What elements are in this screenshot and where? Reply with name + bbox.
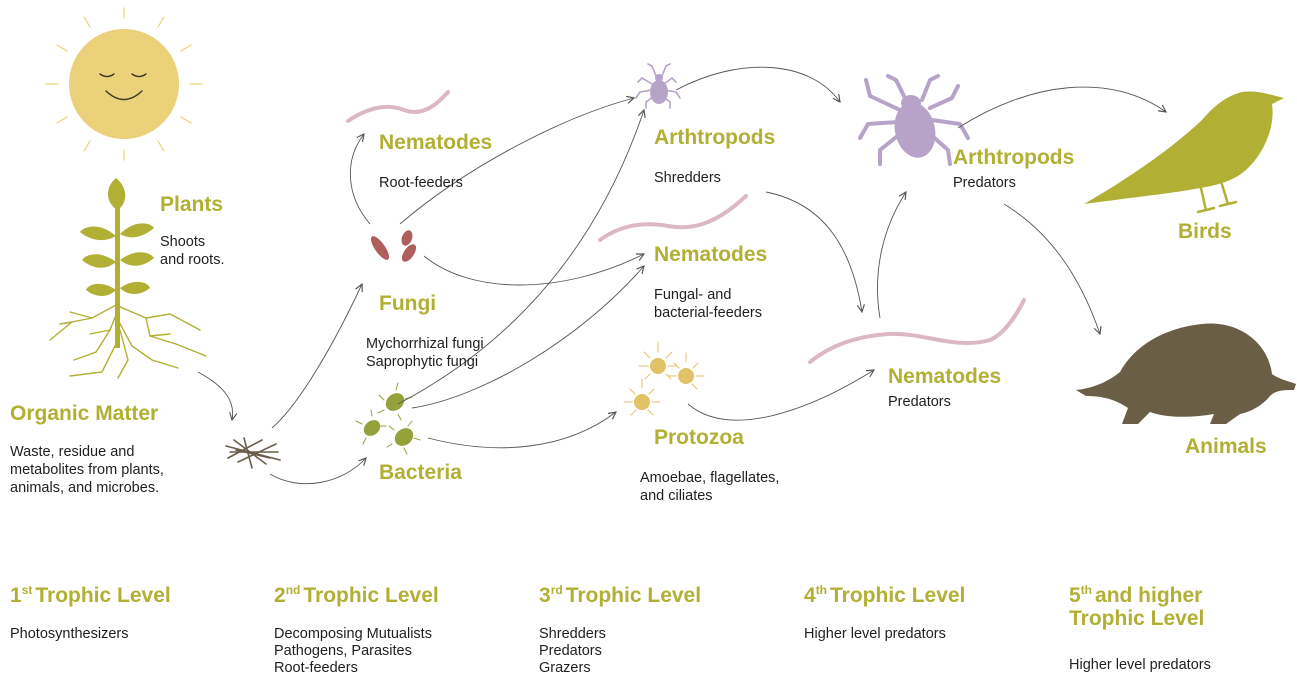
trophic-level-1-suffix: st bbox=[22, 583, 33, 597]
arthropods-predators-title: Arthtropods bbox=[953, 146, 1074, 170]
trophic-level-4-ordinal: 4 bbox=[804, 584, 816, 607]
organic-matter-title: Organic Matter bbox=[10, 402, 158, 426]
sun-icon bbox=[46, 8, 202, 160]
nematodes-root-title: Nematodes bbox=[379, 131, 492, 155]
trophic-level-4-label: Trophic Level bbox=[830, 584, 965, 607]
trophic-level-2-label: Trophic Level bbox=[303, 584, 438, 607]
bacteria-title: Bacteria bbox=[379, 461, 462, 485]
trophic-level-1-ordinal: 1 bbox=[10, 584, 22, 607]
arthropods-predators-desc: Predators bbox=[953, 174, 1016, 192]
arrow-protozoa-to-nematode bbox=[688, 370, 874, 420]
nematodes-fungal-title: Nematodes bbox=[654, 243, 767, 267]
nematodes-predators-desc: Predators bbox=[888, 393, 951, 411]
trophic-level-2-ordinal: 2 bbox=[274, 584, 286, 607]
arrow-arthropod-to-arthropod bbox=[676, 67, 840, 102]
protozoa-title: Protozoa bbox=[654, 426, 744, 450]
trophic-level-2-suffix: nd bbox=[286, 583, 301, 597]
fungi-title: Fungi bbox=[379, 292, 436, 316]
nematodes-root-desc: Root-feeders bbox=[379, 174, 463, 192]
plants-desc: Shoots and roots. bbox=[160, 233, 225, 269]
trophic-level-3-ordinal: 3 bbox=[539, 584, 551, 607]
trophic-level-3-suffix: rd bbox=[551, 583, 563, 597]
arrow-bacteria-to-protozoa bbox=[428, 412, 616, 448]
arrow-matter-to-bacteria bbox=[270, 458, 366, 484]
nematodes-predators-title: Nematodes bbox=[888, 365, 1001, 389]
trophic-level-4-suffix: th bbox=[816, 583, 827, 597]
organic-matter-desc: Waste, residue and metabolites from plan… bbox=[10, 443, 164, 497]
arrow-roots-to-nematode bbox=[350, 134, 370, 224]
arrow-plants-to-matter bbox=[198, 372, 233, 420]
arthropod-shredder-icon bbox=[636, 64, 680, 108]
arrow-fungi-to-arthropod bbox=[400, 98, 634, 224]
trophic-level-5-label-line2: Trophic Level bbox=[1069, 607, 1204, 630]
trophic-level-5-suffix: th bbox=[1081, 583, 1092, 597]
arrow-matter-to-fungi bbox=[272, 284, 362, 428]
arrow-arthropod-to-bird bbox=[958, 87, 1166, 128]
trophic-level-1-desc: Photosynthesizers bbox=[10, 626, 128, 643]
bird-icon bbox=[1084, 91, 1284, 212]
protozoa-desc: Amoebae, flagellates, and ciliates bbox=[640, 469, 779, 505]
fungi-spots-icon bbox=[368, 229, 419, 264]
trophic-level-5-desc: Higher level predators bbox=[1069, 657, 1211, 674]
trophic-level-5-label: and higher bbox=[1095, 584, 1202, 607]
plants-title: Plants bbox=[160, 193, 223, 217]
trophic-level-2-desc: Decomposing Mutualists Pathogens, Parasi… bbox=[274, 626, 432, 677]
roots-icon bbox=[50, 304, 206, 378]
arthropod-predator-icon bbox=[860, 76, 968, 164]
trophic-level-5-ordinal: 5 bbox=[1069, 584, 1081, 607]
protozoa-icon bbox=[624, 342, 704, 415]
nematode-predator-icon bbox=[810, 300, 1024, 362]
plant-icon bbox=[80, 178, 154, 348]
trophic-level-1-label: Trophic Level bbox=[35, 584, 170, 607]
arthropods-shredders-title: Arthtropods bbox=[654, 126, 775, 150]
fungi-desc: Mychorrhizal fungi Saprophytic fungi bbox=[366, 335, 484, 371]
birds-title: Birds bbox=[1178, 220, 1232, 244]
nematodes-fungal-desc: Fungal- and bacterial-feeders bbox=[654, 286, 762, 322]
nematode-root-icon bbox=[348, 92, 448, 121]
animal-icon bbox=[1076, 324, 1296, 424]
nematode-fungal-icon bbox=[600, 196, 746, 240]
arrow-fungi-to-nematode bbox=[424, 254, 644, 285]
arrow-arthropod-to-animal bbox=[1004, 204, 1100, 334]
arrow-nematode-to-arthropod bbox=[878, 192, 906, 318]
organic-matter-icon bbox=[226, 438, 280, 468]
trophic-level-3-desc: Shredders Predators Grazers bbox=[539, 626, 606, 677]
trophic-level-4-desc: Higher level predators bbox=[804, 626, 946, 643]
arrow-arthropod-to-nematode bbox=[766, 192, 862, 312]
bacteria-icon bbox=[356, 383, 420, 454]
animals-title: Animals bbox=[1185, 435, 1267, 459]
arthropods-shredders-desc: Shredders bbox=[654, 169, 721, 187]
trophic-level-3-label: Trophic Level bbox=[566, 584, 701, 607]
